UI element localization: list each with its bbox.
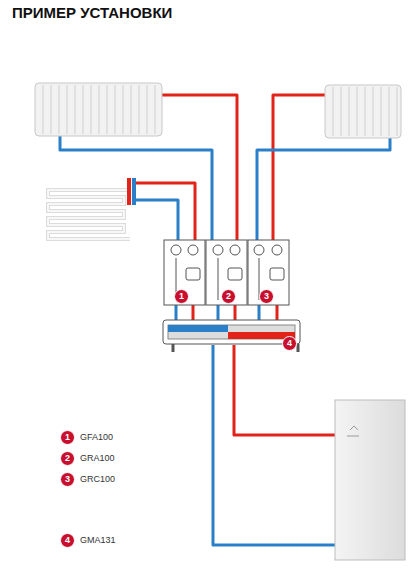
radiator-section bbox=[67, 85, 68, 134]
radiator-section bbox=[357, 87, 358, 136]
pump-head bbox=[186, 268, 200, 280]
radiator-section bbox=[131, 85, 132, 134]
pump-head bbox=[270, 268, 284, 280]
port bbox=[254, 245, 264, 255]
coil-connector bbox=[127, 178, 131, 205]
callout-number: 2 bbox=[60, 451, 75, 466]
radiator-section bbox=[373, 87, 374, 136]
callout-text: 2 bbox=[226, 292, 231, 301]
manifold bbox=[163, 320, 300, 344]
callout-text: 1 bbox=[179, 292, 184, 301]
callout-text: 4 bbox=[65, 536, 70, 545]
radiator-section bbox=[83, 85, 84, 134]
callout-text: 1 bbox=[65, 433, 70, 442]
callout-number: 1 bbox=[174, 289, 189, 304]
radiator-section bbox=[123, 85, 124, 134]
supply-pipe bbox=[234, 345, 337, 435]
supply-pipe bbox=[193, 305, 277, 320]
manifold-return bbox=[168, 325, 228, 332]
return-pipe bbox=[176, 305, 259, 320]
radiator-section bbox=[341, 87, 342, 136]
pump-modules bbox=[164, 240, 289, 305]
radiator-section bbox=[365, 87, 366, 136]
callout-number: 1 bbox=[60, 430, 75, 445]
radiator-section bbox=[107, 85, 108, 134]
supply-pipe bbox=[160, 95, 237, 242]
module-grc100 bbox=[248, 240, 289, 305]
port bbox=[188, 245, 198, 255]
radiator-section bbox=[43, 85, 44, 134]
radiator-section bbox=[147, 85, 148, 134]
port bbox=[230, 245, 240, 255]
callout-number: 3 bbox=[60, 472, 75, 487]
radiator bbox=[325, 85, 401, 138]
coil-connector bbox=[132, 178, 136, 205]
port bbox=[272, 245, 282, 255]
radiator-section bbox=[91, 85, 92, 134]
part-name: GRC100 bbox=[80, 474, 115, 484]
callout-text: 4 bbox=[287, 339, 292, 348]
callout-text: 3 bbox=[264, 292, 269, 301]
radiator-section bbox=[333, 87, 334, 136]
module-gra100 bbox=[206, 240, 247, 305]
boiler bbox=[335, 400, 405, 560]
return-pipe bbox=[136, 200, 178, 242]
radiator-section bbox=[389, 87, 390, 136]
radiator-section bbox=[51, 85, 52, 134]
callout-text: 2 bbox=[65, 454, 70, 463]
port bbox=[213, 245, 223, 255]
callout-number: 4 bbox=[60, 533, 75, 548]
radiator-body bbox=[325, 85, 401, 138]
radiator-section bbox=[75, 85, 76, 134]
return-pipe bbox=[213, 345, 337, 545]
callout-number: 2 bbox=[221, 289, 236, 304]
boiler-logo bbox=[347, 426, 359, 436]
radiator-section bbox=[349, 87, 350, 136]
radiator-body bbox=[35, 83, 162, 136]
part-name: GMA131 bbox=[80, 535, 116, 545]
return-pipe bbox=[257, 138, 390, 242]
radiator-section bbox=[139, 85, 140, 134]
radiator-section bbox=[59, 85, 60, 134]
part-name: GFA100 bbox=[80, 432, 113, 442]
module-gfa100 bbox=[164, 240, 205, 305]
title: ПРИМЕР УСТАНОВКИ bbox=[12, 4, 172, 21]
part-name: GRA100 bbox=[80, 453, 115, 463]
callout-text: 3 bbox=[65, 475, 70, 484]
radiator-section bbox=[115, 85, 116, 134]
pump-head bbox=[228, 268, 242, 280]
callout-number: 3 bbox=[259, 289, 274, 304]
floor-heating-coil bbox=[48, 190, 130, 239]
supply-pipe bbox=[273, 95, 327, 242]
radiator-section bbox=[397, 87, 398, 136]
manifold-chamber bbox=[168, 325, 295, 339]
radiator-section bbox=[381, 87, 382, 136]
supply-pipe bbox=[136, 183, 195, 242]
floor-heating-coil bbox=[48, 190, 130, 239]
radiator bbox=[35, 83, 162, 136]
callout-number: 4 bbox=[282, 336, 297, 351]
radiator-section bbox=[155, 85, 156, 134]
radiator-section bbox=[99, 85, 100, 134]
manifold-bracket bbox=[173, 344, 298, 352]
port bbox=[171, 245, 181, 255]
